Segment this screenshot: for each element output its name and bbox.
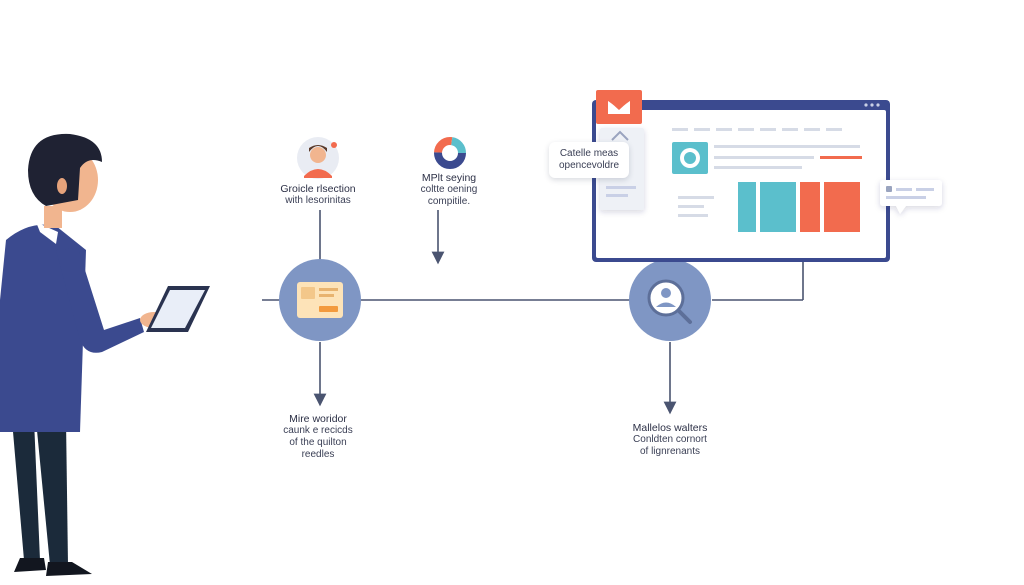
worker-avatar-icon xyxy=(297,137,339,179)
bottom-left-title: Mire woridor xyxy=(289,413,347,425)
top-left-node-label: Groicle rlsection with lesorinitas xyxy=(258,183,378,207)
badge-icon xyxy=(672,142,708,174)
top-left-title: Groicle rlsection xyxy=(280,183,356,195)
person-figure xyxy=(0,133,168,576)
top-left-line: with lesorinitas xyxy=(285,195,351,206)
chat-bubble-icon xyxy=(880,180,942,214)
bottom-left-line: reedles xyxy=(301,449,335,460)
top-middle-node-label: MPlt seying coltte oening compitile. xyxy=(389,172,509,208)
tablet-icon xyxy=(146,286,210,332)
bottom-right-line: of lignrenants xyxy=(639,446,701,457)
search-user-icon xyxy=(647,279,692,324)
dashboard-window xyxy=(592,100,890,262)
bottom-left-line: caunk e recicds xyxy=(283,425,353,436)
bottom-left-node-label: Mire woridor caunk e recicds of the quil… xyxy=(258,413,378,461)
bottom-right-node-label: Mallelos walters Conldten cornort of lig… xyxy=(608,422,732,458)
callout-line: Catelle meas xyxy=(559,148,619,159)
document-card-icon xyxy=(297,282,343,318)
hub-right-node xyxy=(629,259,711,341)
donut-chart-icon xyxy=(434,137,466,169)
dashboard-bars xyxy=(738,182,860,232)
top-middle-line: coltte oening xyxy=(420,184,478,195)
callout-line: opencevoldre xyxy=(558,160,620,171)
bottom-right-title: Mallelos walters xyxy=(632,422,708,434)
mail-icon xyxy=(596,90,642,124)
top-middle-title: MPlt seying xyxy=(421,172,477,184)
top-middle-line: compitile. xyxy=(427,196,471,207)
bottom-right-line: Conldten cornort xyxy=(633,434,707,445)
hub-left-node xyxy=(279,259,361,341)
dashboard-callout: Catelle meas opencevoldre xyxy=(549,142,629,178)
bottom-left-line: of the quilton xyxy=(289,437,347,448)
